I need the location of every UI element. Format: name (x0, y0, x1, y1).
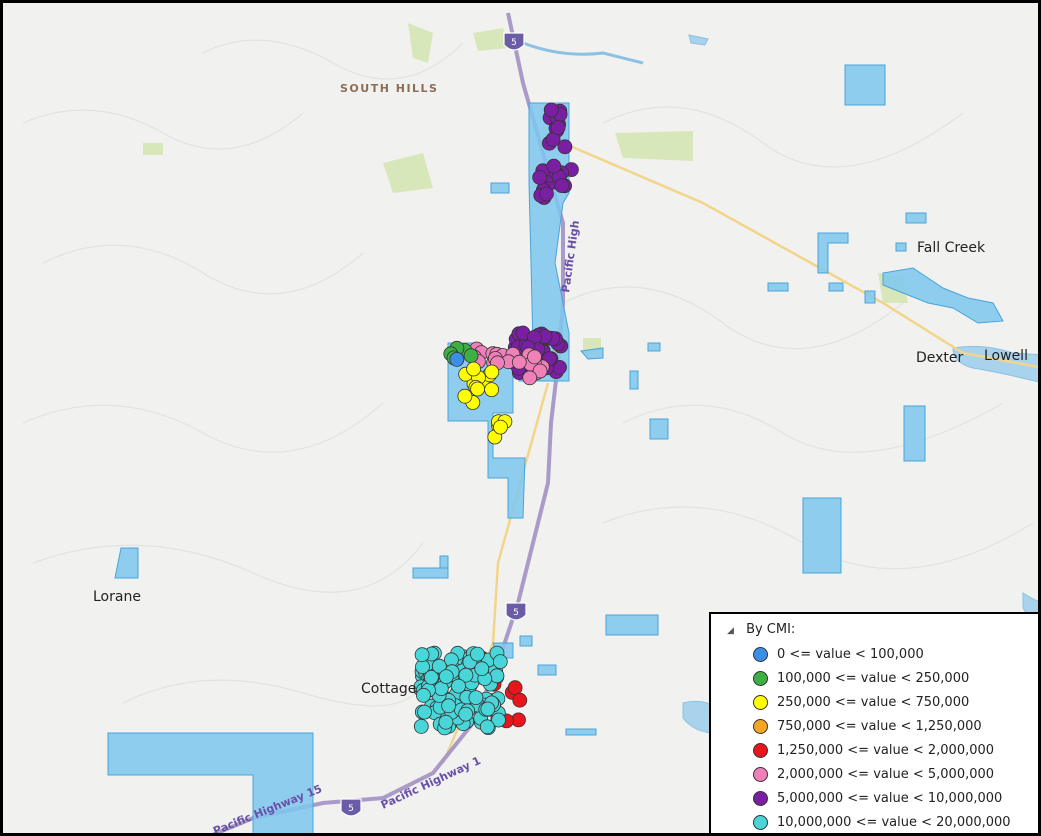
place-label-dexter: Dexter (916, 350, 964, 366)
cmi-point[interactable] (449, 351, 465, 367)
cmi-point[interactable] (527, 349, 542, 365)
legend-item: 100,000 <= value < 250,000 (753, 668, 969, 688)
cmi-point[interactable] (413, 719, 429, 734)
terrain-shading (22, 39, 1034, 707)
cmi-point[interactable] (493, 419, 508, 435)
legend-swatch-circle-icon (753, 718, 768, 734)
cmi-point[interactable] (539, 186, 554, 202)
cmi-point[interactable] (554, 178, 570, 194)
cmi-point[interactable] (557, 139, 573, 155)
cmi-point[interactable] (438, 714, 454, 730)
cmi-point[interactable] (489, 668, 505, 684)
cmi-point[interactable] (466, 361, 482, 377)
map-canvas[interactable]: 5 5 5 Pacific High Pacific Highway 15 Pa… (3, 3, 1041, 836)
legend-item: 10,000,000 <= value < 20,000,000 (753, 812, 1011, 832)
place-label-cottage: Cottage (361, 681, 417, 697)
legend-item-label: 5,000,000 <= value < 10,000,000 (777, 790, 1003, 806)
legend-item-label: 0 <= value < 100,000 (777, 646, 924, 662)
cmi-point[interactable] (438, 669, 454, 684)
cmi-point[interactable] (414, 647, 430, 663)
legend-item: 750,000 <= value < 1,250,000 (753, 716, 982, 736)
cmi-point[interactable] (463, 348, 479, 364)
legend-item-label: 250,000 <= value < 750,000 (777, 694, 970, 710)
cmi-point[interactable] (470, 381, 486, 397)
cmi-point[interactable] (441, 698, 457, 714)
interstate-shield-icon: 5 (503, 32, 525, 51)
cmi-point[interactable] (457, 388, 473, 404)
cmi-point[interactable] (458, 706, 474, 722)
cmi-point[interactable] (512, 692, 528, 708)
cmi-point[interactable] (423, 670, 439, 685)
legend-item: 5,000,000 <= value < 10,000,000 (753, 788, 1002, 808)
interstate-shields: 5 5 5 (340, 32, 527, 817)
cmi-point[interactable] (479, 719, 495, 735)
legend-swatch-circle-icon (753, 694, 768, 710)
legend-swatch-circle-icon (753, 766, 768, 782)
shield-number: 5 (511, 38, 517, 48)
legend-item-label: 2,000,000 <= value < 5,000,000 (777, 766, 995, 782)
place-label-lowell: Lowell (984, 348, 1028, 364)
legend-item: 0 <= value < 100,000 (753, 644, 924, 664)
shield-number: 5 (348, 804, 354, 814)
legend-item: 2,000,000 <= value < 5,000,000 (753, 764, 994, 784)
cmi-point[interactable] (492, 654, 508, 669)
cmi-point[interactable] (511, 354, 527, 370)
place-label-lorane: Lorane (93, 589, 141, 605)
cmi-point[interactable] (546, 158, 562, 174)
legend-swatch-circle-icon (753, 670, 768, 686)
collapse-triangle-icon[interactable]: ◢ (727, 626, 734, 636)
legend-header[interactable]: ◢ By CMI: (727, 622, 795, 637)
legend-panel: ◢ By CMI: 0 <= value < 100,000 100,000 <… (709, 612, 1038, 833)
legend-swatch-circle-icon (753, 790, 768, 806)
legend-item-label: 10,000,000 <= value < 20,000,000 (777, 814, 1011, 830)
cmi-point[interactable] (417, 704, 432, 720)
cmi-point[interactable] (484, 382, 500, 398)
legend-swatch-circle-icon (753, 814, 768, 830)
cmi-point[interactable] (469, 646, 485, 662)
cmi-point[interactable] (491, 712, 506, 728)
cmi-point[interactable] (543, 102, 559, 118)
cmi-point[interactable] (431, 658, 447, 674)
cmi-points-layer (413, 102, 579, 736)
cmi-point[interactable] (532, 169, 548, 185)
cmi-point[interactable] (484, 364, 500, 380)
cmi-point[interactable] (532, 363, 548, 379)
legend-item: 250,000 <= value < 750,000 (753, 692, 969, 712)
cmi-point[interactable] (451, 678, 466, 694)
place-label-south-hills: SOUTH HILLS (340, 82, 439, 95)
place-label-fall-creek: Fall Creek (917, 240, 986, 256)
cmi-point[interactable] (474, 661, 490, 677)
interstate-shield-icon: 5 (505, 602, 527, 621)
cmi-point[interactable] (507, 680, 523, 696)
legend-swatch-circle-icon (753, 646, 768, 662)
legend-item-label: 1,250,000 <= value < 2,000,000 (777, 742, 995, 758)
legend-item-label: 750,000 <= value < 1,250,000 (777, 718, 982, 734)
cmi-point[interactable] (550, 120, 566, 135)
shield-number: 5 (513, 608, 519, 618)
cmi-point[interactable] (480, 701, 496, 717)
legend-swatch-circle-icon (753, 742, 768, 758)
cmi-point[interactable] (415, 687, 431, 703)
legend-item: 1,250,000 <= value < 2,000,000 (753, 740, 994, 760)
cmi-point[interactable] (468, 690, 484, 705)
legend-item-label: 100,000 <= value < 250,000 (777, 670, 970, 686)
legend-title: By CMI: (746, 622, 796, 637)
cmi-point[interactable] (522, 370, 538, 386)
interstate-shield-icon: 5 (340, 798, 362, 817)
cmi-point[interactable] (458, 667, 474, 683)
